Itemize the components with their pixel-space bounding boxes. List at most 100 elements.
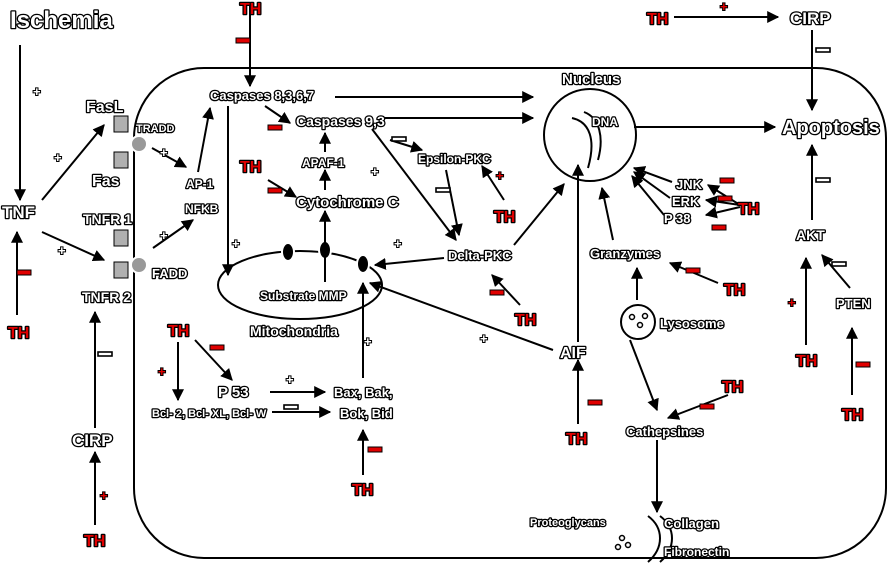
- tnfr1-label: TNFR 1: [83, 211, 132, 227]
- cytochrome-c-label: Cytochrome C: [296, 194, 399, 211]
- fadd-adapter: [130, 256, 148, 274]
- cirp-top-label: CIRP: [790, 9, 831, 28]
- arrow: [152, 219, 194, 249]
- minus-sign: [815, 177, 831, 183]
- lysosome-granule: [641, 312, 649, 320]
- fadd-label: FADD: [152, 266, 187, 281]
- th-label: TH: [722, 379, 743, 396]
- plus-sign: +: [54, 150, 62, 165]
- aif-label: AIF: [560, 345, 586, 362]
- granzymes-label: Granzymes: [590, 246, 660, 261]
- tnfr1-receptor: [113, 229, 129, 247]
- th-label: TH: [566, 431, 587, 448]
- minus-sign: [815, 47, 831, 53]
- pathway-arrows: [11, 5, 858, 525]
- fibronectin-label: Fibronectin: [664, 545, 729, 559]
- th-label: TH: [240, 159, 261, 176]
- th-label: TH: [352, 482, 373, 499]
- bcl-label: Bcl- 2, Bcl- XL, Bcl- W: [152, 408, 267, 420]
- th-label: TH: [647, 11, 668, 28]
- th-label: TH: [168, 323, 189, 340]
- delta-pkc-label: Delta-PKC: [448, 248, 512, 263]
- minus-sign: [97, 351, 113, 357]
- plus-sign: +: [232, 236, 240, 251]
- plus-sign: +: [286, 372, 294, 387]
- fas-receptor: [113, 151, 129, 169]
- minus-sign: [489, 289, 505, 296]
- arrow: [368, 281, 554, 351]
- arrow: [631, 175, 665, 216]
- minus-sign: [699, 403, 715, 410]
- nucleus-outline: [543, 88, 637, 182]
- minus-sign: [435, 187, 451, 193]
- arrow: [371, 128, 457, 241]
- tnfr2-receptor: [113, 261, 129, 279]
- pten-label: PTEN: [836, 296, 871, 311]
- arrow: [821, 254, 851, 289]
- collagen-fiber: [647, 515, 661, 563]
- arrow: [704, 206, 741, 219]
- th-label: TH: [842, 407, 863, 424]
- plus-sign: +: [371, 164, 379, 179]
- akt-label: AKT: [796, 227, 825, 243]
- arrow: [197, 106, 214, 173]
- tnf-label: TNF: [2, 203, 35, 222]
- p53-label: P 53: [218, 384, 249, 401]
- minus-sign: [209, 344, 225, 351]
- plus-sign: +: [160, 145, 168, 160]
- plus-sign: +: [33, 84, 41, 99]
- plus-sign: +: [394, 236, 402, 251]
- th-label: TH: [494, 209, 515, 226]
- dna-strand: [571, 111, 602, 169]
- collagen-label: Collagen: [664, 516, 719, 531]
- plus-sign: +: [58, 243, 66, 258]
- plus-sign th-plus: +: [720, 0, 728, 14]
- minus-sign: [855, 361, 871, 368]
- fas-label: Fas: [92, 173, 120, 190]
- nfkb-label: NFKB: [185, 202, 219, 216]
- mmp-pore: [281, 242, 295, 262]
- arrow: [513, 183, 565, 246]
- dna-label: DNA: [592, 115, 618, 129]
- tradd-label: TRADD: [136, 123, 175, 135]
- cirp-bottom-label: CIRP: [72, 431, 113, 450]
- lysosome-outline: [620, 304, 656, 340]
- ischemia-label: Ischemia: [10, 7, 113, 34]
- mmp-pore: [356, 254, 370, 274]
- arrow: [41, 124, 105, 201]
- lysosome-granule: [628, 313, 636, 321]
- plus-sign th-plus: +: [788, 295, 796, 310]
- arrow: [264, 105, 291, 124]
- apoptosis-label: Apoptosis: [782, 117, 880, 139]
- ap1-label: AP-1: [186, 177, 214, 191]
- minus-sign: [717, 195, 733, 202]
- caspases93-label: Caspases 9,3: [296, 113, 385, 129]
- minus-sign: [831, 261, 847, 267]
- nucleus-label: Nucleus: [562, 71, 620, 88]
- mitochondria-label: Mitochondria: [250, 323, 338, 339]
- th-label: TH: [8, 325, 29, 342]
- minus-sign: [267, 124, 283, 131]
- th-label: TH: [724, 282, 745, 299]
- epsilon-pkc-label: Epsilon-PKC: [418, 152, 491, 166]
- minus-sign: [16, 269, 32, 276]
- th-label: TH: [796, 353, 817, 370]
- cathepsines-label: Cathepsines: [626, 424, 703, 439]
- plus-sign th-plus: +: [100, 488, 108, 503]
- caspases8367-label: Caspases 8,3,6,7: [210, 88, 314, 103]
- cell-membrane: [133, 67, 887, 559]
- tradd-adapter: [130, 135, 148, 153]
- plus-sign th-plus: +: [496, 168, 504, 183]
- arrow: [151, 147, 188, 168]
- apaf1-label: APAF-1: [302, 156, 345, 170]
- arrow: [706, 184, 741, 206]
- arrow: [491, 274, 521, 306]
- ecm-granule: [618, 534, 626, 542]
- arrow: [666, 394, 729, 420]
- arrow: [629, 339, 659, 412]
- plus-sign: +: [364, 334, 372, 349]
- arrow: [194, 339, 233, 381]
- erk-label: ERK: [672, 194, 700, 209]
- th-label: TH: [515, 312, 536, 329]
